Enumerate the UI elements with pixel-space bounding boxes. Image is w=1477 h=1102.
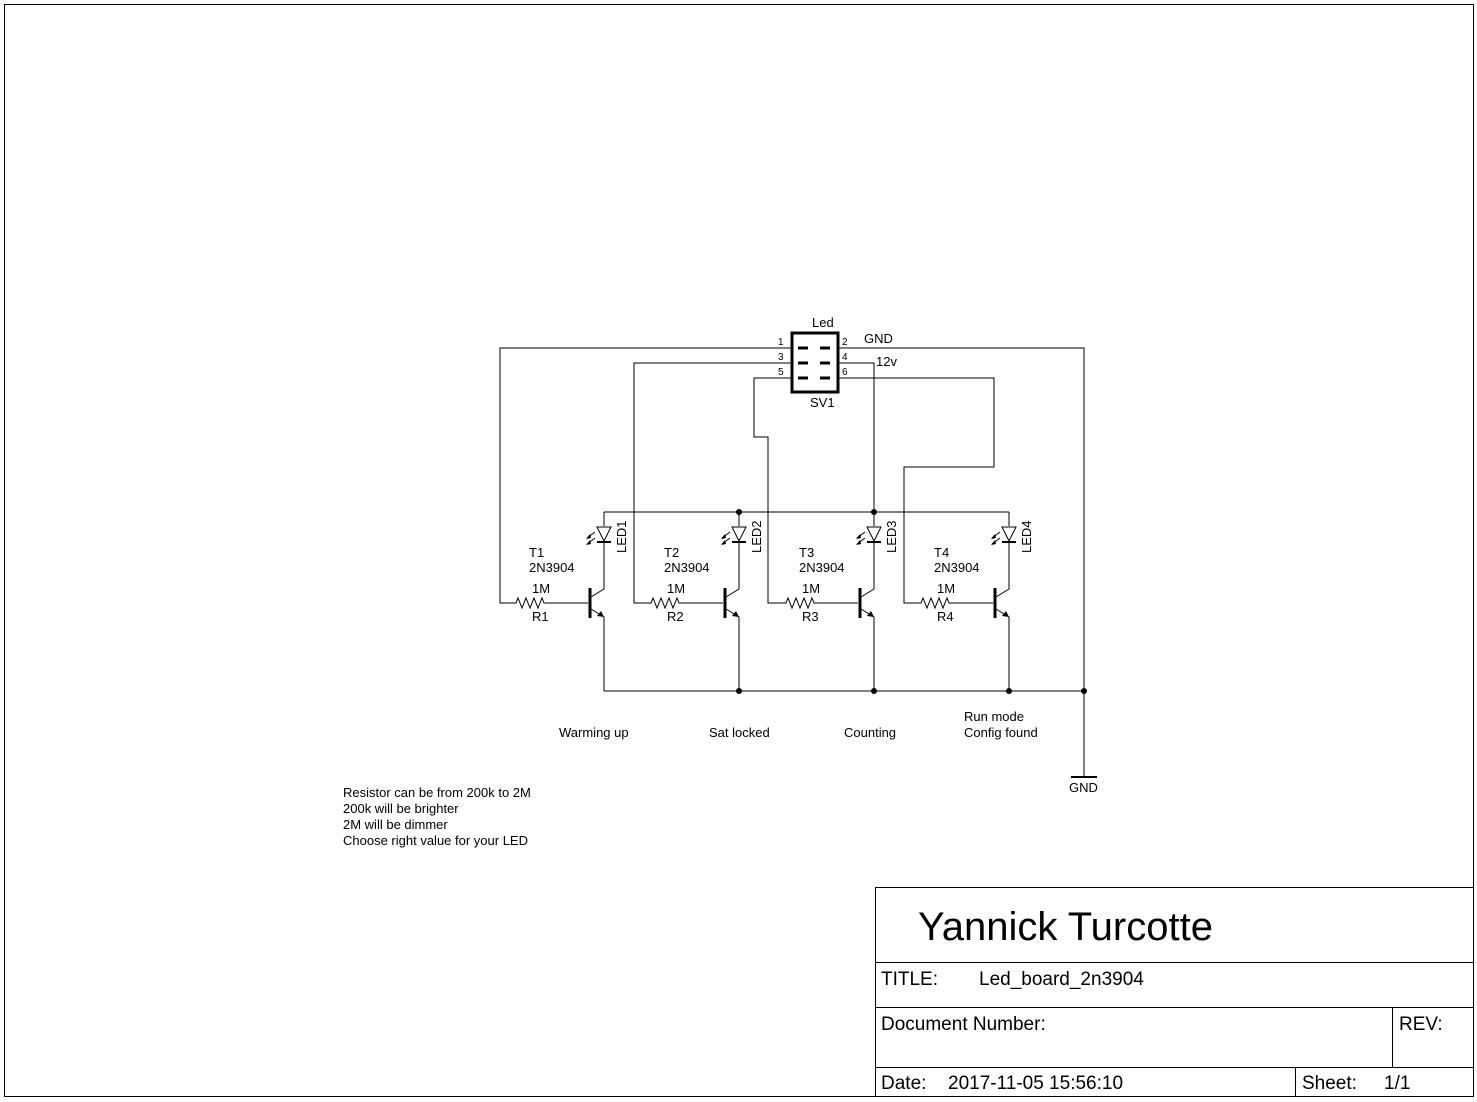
resistor-symbol (647, 596, 681, 610)
resistor-name: R2 (667, 609, 684, 624)
resistor-value: 1M (802, 581, 820, 596)
transistor-name: T1 (529, 545, 544, 560)
transistor-collector (995, 550, 1010, 598)
led-ray-arrow (586, 540, 591, 545)
title-label: TITLE: (881, 969, 938, 990)
connector-sv1: Led SV1 1 2 3 4 5 6 GND 12v (778, 315, 897, 410)
ground-label: GND (1069, 780, 1098, 795)
transistor-emitter (590, 608, 605, 691)
transistor-collector (725, 550, 740, 598)
note-line: 200k will be brighter (343, 801, 459, 816)
junction-dot (1081, 688, 1087, 694)
pin-5-label: 5 (778, 367, 784, 378)
sheet-label: Sheet: (1302, 1073, 1357, 1094)
note-line: 2M will be dimmer (343, 817, 448, 832)
transistor-collector (860, 550, 875, 598)
connector-ref: SV1 (810, 395, 835, 410)
resistor-value: 1M (667, 581, 685, 596)
wire-pin4-12v (838, 362, 875, 512)
connector-name: Led (812, 315, 834, 330)
pin-2-label: 2 (842, 337, 848, 348)
resistor-symbol (782, 596, 816, 610)
author-name: Yannick Turcotte (918, 905, 1213, 949)
led-diode-symbol (866, 526, 882, 543)
net-gnd-label: GND (864, 331, 893, 346)
wires (499, 347, 1085, 777)
pin-1-label: 1 (778, 337, 784, 348)
transistor-name: T2 (664, 545, 679, 560)
resistor-symbol (512, 596, 546, 610)
transistor-emitter (860, 608, 875, 691)
status-label: Sat locked (709, 725, 770, 740)
note-line: Choose right value for your LED (343, 833, 528, 848)
pin-6-label: 6 (842, 367, 848, 378)
transistor-value: 2N3904 (799, 560, 845, 575)
sheet-frame (4, 4, 1474, 1097)
junction-dots (736, 509, 1087, 694)
transistor-emitter (725, 608, 740, 691)
wire-pin6 (838, 377, 995, 604)
transistor-value: 2N3904 (934, 560, 980, 575)
document-number-label: Document Number: (881, 1014, 1046, 1035)
transistor-name: T4 (934, 545, 949, 560)
resistor-name: R1 (532, 609, 549, 624)
ground-symbol: GND (1069, 776, 1098, 795)
resistor-name: R3 (802, 609, 819, 624)
date-label: Date: (881, 1073, 926, 1094)
transistor-value: 2N3904 (529, 560, 575, 575)
led-ray-arrow (721, 540, 726, 545)
led-ray-arrow (856, 534, 861, 539)
status-label: Run mode (964, 709, 1024, 724)
transistor-collector (590, 550, 605, 598)
title-block: Yannick Turcotte TITLE: Led_board_2n3904… (875, 887, 1474, 1097)
status-label: Warming up (559, 725, 629, 740)
note-line: Resistor can be from 200k to 2M (343, 785, 531, 800)
net-12v-label: 12v (876, 354, 897, 369)
led-ray-arrow (586, 534, 591, 539)
wire-pin1 (499, 347, 792, 604)
pin-4-label: 4 (842, 352, 848, 363)
resistor-name: R4 (937, 609, 954, 624)
led-name: LED4 (1019, 520, 1034, 553)
led-ray-arrow (991, 534, 996, 539)
wire-pin5 (753, 377, 792, 604)
resistor-value: 1M (532, 581, 550, 596)
date-value: 2017-11-05 15:56:10 (948, 1073, 1123, 1094)
pin-3-label: 3 (778, 352, 784, 363)
emitter-arrow (867, 611, 874, 617)
led-ray-arrow (991, 540, 996, 545)
title-value: Led_board_2n3904 (979, 969, 1144, 990)
resistor-value: 1M (937, 581, 955, 596)
emitter-arrow (732, 611, 739, 617)
emitter-arrow (1002, 611, 1009, 617)
led-name: LED2 (749, 520, 764, 553)
led-ray-arrow (721, 534, 726, 539)
sheet-value: 1/1 (1384, 1073, 1410, 1094)
led-name: LED1 (614, 520, 629, 553)
led-diode-symbol (596, 526, 612, 543)
led-diode-symbol (731, 526, 747, 543)
led-diode-symbol (1001, 526, 1017, 543)
transistor-name: T3 (799, 545, 814, 560)
transistor-value: 2N3904 (664, 560, 710, 575)
wire-pin2-gnd (838, 347, 1085, 777)
rev-label: REV: (1399, 1014, 1443, 1035)
status-label: Config found (964, 725, 1038, 740)
led-ray-arrow (856, 540, 861, 545)
design-notes: Resistor can be from 200k to 2M 200k wil… (343, 785, 531, 848)
emitter-arrow (597, 611, 604, 617)
connector-pin-marks (798, 346, 830, 380)
resistor-symbol (917, 596, 951, 610)
transistor-emitter (995, 608, 1010, 691)
wire-pin3 (633, 362, 792, 604)
led-name: LED3 (884, 520, 899, 553)
status-label: Counting (844, 725, 896, 740)
